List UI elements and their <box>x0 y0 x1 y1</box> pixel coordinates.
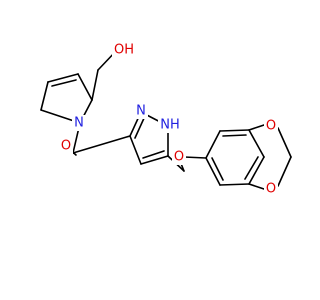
bond-ar3-o <box>248 124 265 131</box>
bond-carbonyl-c-pyrazole <box>72 135 131 154</box>
bond-o-aryl <box>183 156 207 159</box>
pyrazole-nh-text: NH <box>160 118 180 133</box>
pyrroline-nitrogen-text: N <box>74 116 84 131</box>
atom-labels: OH O N N NH O O O <box>59 42 278 197</box>
pyrazole-nh-label: NH <box>158 117 182 133</box>
hydroxyl-label: OH <box>112 42 136 58</box>
bond-ar2-ar3-double <box>222 134 247 137</box>
carbonyl-oxygen-text: O <box>61 139 71 154</box>
bond-o2-ar5 <box>248 183 265 190</box>
pyrazole-n-top-text: N <box>136 104 146 119</box>
bond-ar6-ar1-double <box>211 157 224 181</box>
bond-ar4-ar5-double <box>244 156 259 180</box>
pyrroline-nitrogen-label-bg <box>72 115 86 131</box>
bond-ch2-o2 <box>277 156 292 187</box>
bond-c3-c4-double <box>51 79 77 87</box>
bond-ar3-ar4 <box>248 129 265 158</box>
dioxole-oxygen-top-text: O <box>266 119 276 134</box>
bond-o-ch2 <box>277 127 292 158</box>
carbonyl-oxygen-label-bg <box>59 138 73 154</box>
bond-c2-c3 <box>77 73 93 101</box>
bond-c4-c5 <box>40 81 49 111</box>
bond-c5-c4-double <box>142 150 165 159</box>
ether-oxygen-label: O <box>172 149 186 165</box>
pyrazole-nh-label-bg <box>158 117 182 133</box>
dioxole-oxygen-bottom-label: O <box>264 181 278 197</box>
bond-ar4-ar5 <box>248 156 265 185</box>
ether-oxygen-text: O <box>174 150 184 165</box>
dioxole-oxygen-top-label: O <box>264 118 278 134</box>
bond-ar2-ar3 <box>219 129 250 132</box>
pyrazole-n-top-label: N <box>134 103 148 119</box>
dioxole-oxygen-bottom-text: O <box>266 182 276 197</box>
bond-c4-c3 <box>129 135 142 165</box>
bond-c3-n2-double <box>134 115 146 139</box>
pyrroline-nitrogen-label: N <box>72 115 86 131</box>
bond-ar5-ar6 <box>219 183 250 186</box>
molecule-structure-diagram: OH O N N NH O O O <box>40 42 292 197</box>
bond-c2-ch2 <box>91 69 99 101</box>
bond-c5-c4 <box>140 155 169 165</box>
carbonyl-oxygen-label: O <box>59 138 73 154</box>
dioxole-ring <box>248 124 292 190</box>
pyrazole-n-top-label-bg <box>134 103 148 119</box>
bond-ar1-ar2 <box>205 130 221 159</box>
bond-ar6-ar1 <box>205 157 221 186</box>
hydroxyl-text: OH <box>114 43 134 58</box>
ether-oxygen-label-bg <box>172 149 186 165</box>
dioxole-oxygen-bottom-label-bg <box>264 181 278 197</box>
bond-c3-c4 <box>47 73 79 83</box>
dioxole-oxygen-top-label-bg <box>264 118 278 134</box>
hydroxyl-label-bg <box>112 42 136 58</box>
benzene-ring <box>205 129 265 186</box>
